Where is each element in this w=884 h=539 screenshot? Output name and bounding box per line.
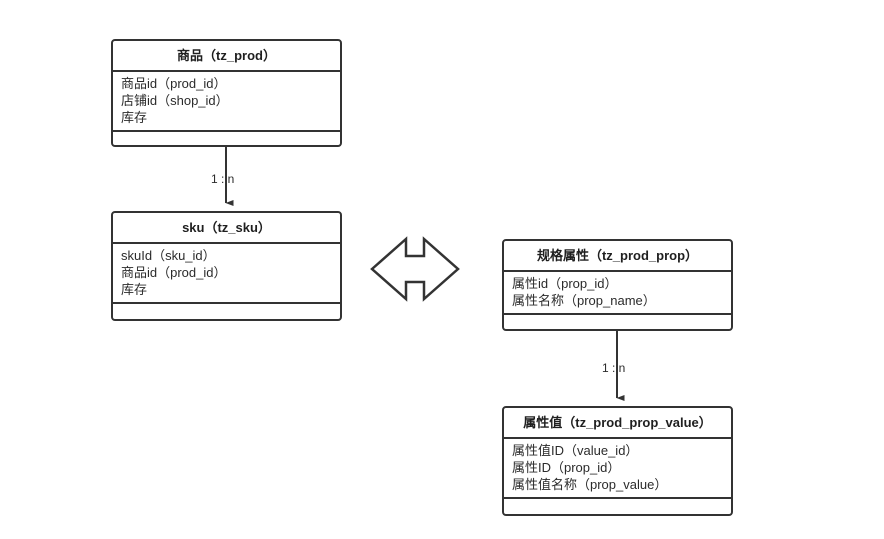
attribute-row: 商品id（prod_id）: [121, 265, 227, 280]
entity-prod-header: 商品（tz_prod）: [113, 41, 340, 72]
entity-prod-prop-methods: [504, 315, 731, 344]
entity-prod-methods: [113, 132, 340, 160]
entity-prod-attributes: 商品id（prod_id） 店铺id（shop_id） 库存: [113, 72, 340, 132]
entity-sku-methods: [113, 304, 340, 334]
entity-sku-header: sku（tz_sku）: [113, 213, 340, 244]
relation-label-prop-to-value: 1 : n: [602, 361, 626, 375]
entity-prod-prop-header: 规格属性（tz_prod_prop）: [504, 241, 731, 272]
attribute-row: 库存: [121, 110, 148, 125]
entity-prop-value-methods: [504, 499, 731, 529]
entity-sku[interactable]: sku（tz_sku） skuId（sku_id） 商品id（prod_id） …: [111, 211, 342, 321]
entity-prop-value[interactable]: 属性值（tz_prod_prop_value） 属性值ID（value_id） …: [502, 406, 733, 516]
attribute-row: 商品id（prod_id）: [121, 76, 227, 91]
attribute-row: 属性id（prop_id）: [512, 276, 618, 291]
double-headed-arrow-icon: [370, 236, 460, 302]
entity-prod-prop-attributes: 属性id（prop_id） 属性名称（prop_name）: [504, 272, 731, 315]
entity-prod[interactable]: 商品（tz_prod） 商品id（prod_id） 店铺id（shop_id） …: [111, 39, 342, 147]
attribute-row: 店铺id（shop_id）: [121, 93, 229, 108]
attribute-row: 库存: [121, 282, 148, 297]
relation-label-prod-to-sku: 1 : n: [211, 172, 235, 186]
attribute-row: skuId（sku_id）: [121, 248, 216, 263]
entity-sku-attributes: skuId（sku_id） 商品id（prod_id） 库存: [113, 244, 340, 304]
attribute-row: 属性ID（prop_id）: [512, 460, 621, 475]
attribute-row: 属性名称（prop_name）: [512, 293, 656, 308]
attribute-row: 属性值ID（value_id）: [512, 443, 639, 458]
entity-prod-prop[interactable]: 规格属性（tz_prod_prop） 属性id（prop_id） 属性名称（pr…: [502, 239, 733, 331]
entity-prop-value-attributes: 属性值ID（value_id） 属性ID（prop_id） 属性值名称（prop…: [504, 439, 731, 499]
entity-prop-value-header: 属性值（tz_prod_prop_value）: [504, 408, 731, 439]
attribute-row: 属性值名称（prop_value）: [512, 477, 668, 492]
